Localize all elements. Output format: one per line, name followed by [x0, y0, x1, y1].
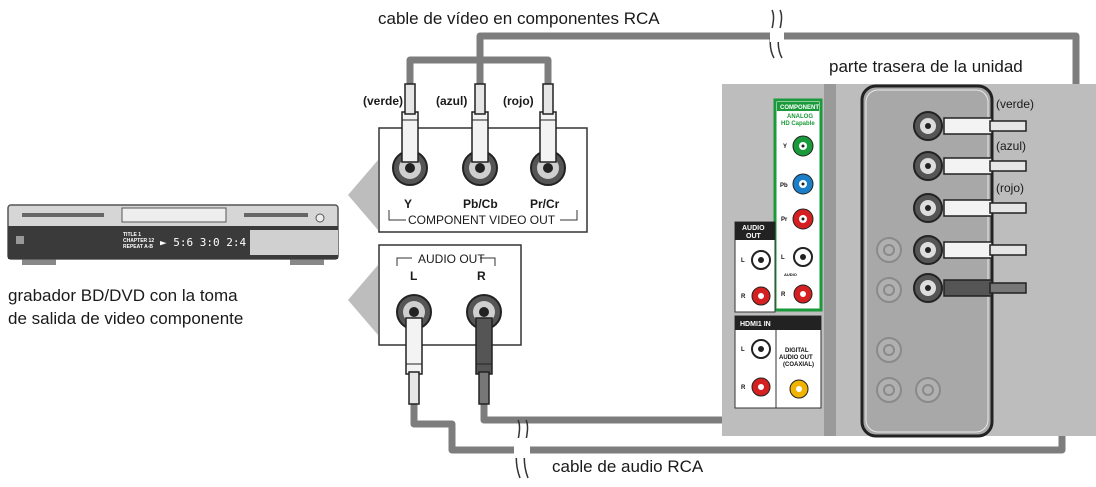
rear-empty-jacks	[876, 237, 941, 403]
display-title: TITLE 1	[123, 232, 141, 238]
tv-jack-y	[792, 135, 814, 157]
rear-plug-label-blue: (azul)	[996, 139, 1026, 153]
audio-out-r-label: R	[741, 294, 746, 300]
display-time: ► 5:6 3:0 2:4	[160, 236, 246, 249]
rear-plug-label-green: (verde)	[996, 97, 1034, 111]
plug-label-red: (rojo)	[503, 94, 534, 108]
audio-out-line2: OUT	[746, 233, 762, 240]
jack-label-y: Y	[404, 197, 412, 211]
video-cable-break	[769, 9, 784, 59]
audio-out-label: AUDIO OUT	[418, 252, 485, 266]
audio-out-l: L	[410, 269, 417, 283]
tv-comp-audio-word: AUDIO	[784, 272, 797, 277]
hdmi-jack-r	[751, 377, 771, 397]
digital-line1: DIGITAL	[785, 348, 809, 354]
component-sub2: HD Capable	[781, 121, 815, 127]
audio-plug-red	[475, 317, 493, 405]
tv-hdmi1-in: HDMI1 IN L R DIGITAL AUDIO OUT (COAXIAL)	[734, 315, 822, 409]
zoom-pointer-video	[348, 160, 378, 230]
display-repeat: REPEAT A-B	[123, 244, 153, 250]
hdmi-jack-l	[751, 339, 771, 359]
tv-audio-out: AUDIO OUT L R	[734, 221, 776, 313]
tv-jack-pr	[792, 208, 814, 230]
component-title: COMPONENT	[780, 105, 819, 111]
audio-out-jack-r	[751, 286, 771, 306]
tv-comp-jack-audio-r	[793, 284, 813, 304]
rear-of-unit-label: parte trasera de la unidad	[829, 57, 1023, 76]
rear-jack-2	[913, 151, 943, 181]
audio-out-r: R	[477, 269, 486, 283]
plug-label-blue: (azul)	[436, 94, 467, 108]
audio-cable-label: cable de audio RCA	[552, 457, 704, 476]
audio-plug-white	[405, 317, 423, 405]
tv-comp-audio-l: L	[781, 255, 785, 261]
source-component-video-out: (verde) (azul) (rojo) Y Pb/Cb Pr/Cr COMP…	[363, 83, 588, 233]
digital-line2: AUDIO OUT	[779, 355, 813, 361]
rear-jack-5	[913, 273, 943, 303]
tv-comp-audio-r: R	[781, 292, 786, 298]
digital-coaxial-jack	[789, 379, 809, 399]
tv-rear-panel: (verde) (azul) (rojo) COMPONENT ANALOG H…	[722, 84, 1096, 438]
bd-dvd-recorder: TITLE 1 CHAPTER 12 REPEAT A-B ► 5:6 3:0 …	[7, 204, 339, 265]
video-plug-red	[539, 83, 557, 163]
rear-plug-label-red: (rojo)	[996, 181, 1024, 195]
tv-jack-pb	[792, 173, 814, 195]
source-audio-out: AUDIO OUT L R	[378, 244, 522, 405]
tv-comp-jack-audio-l	[793, 247, 813, 267]
video-plug-blue	[471, 83, 489, 163]
video-plug-green	[401, 83, 419, 163]
hdmi-l-label: L	[741, 347, 745, 353]
zoom-pointer-audio	[348, 265, 378, 335]
display-chapter: CHAPTER 12	[123, 238, 154, 244]
recorder-label-line2: de salida de video componente	[8, 309, 243, 328]
video-cable-label: cable de vídeo en componentes RCA	[378, 9, 660, 28]
hdmi-r-label: R	[741, 385, 746, 391]
hdmi1-in-label: HDMI1 IN	[740, 321, 771, 328]
jack-label-pr: Pr/Cr	[530, 197, 560, 211]
audio-out-line1: AUDIO	[742, 225, 765, 232]
component-sub1: ANALOG	[787, 114, 813, 120]
jack-label-pb: Pb/Cb	[463, 197, 498, 211]
recorder-label-line1: grabador BD/DVD con la toma	[8, 286, 238, 305]
audio-out-jack-l	[751, 250, 771, 270]
rear-jack-3	[913, 193, 943, 223]
component-video-out-label: COMPONENT VIDEO OUT	[408, 213, 556, 227]
tv-comp-pb-label: Pb	[780, 183, 788, 189]
audio-out-l-label: L	[741, 258, 745, 264]
plug-label-green: (verde)	[363, 94, 403, 108]
rear-jack-1	[913, 111, 943, 141]
tv-comp-pr-label: Pr	[781, 217, 788, 223]
tv-component-input: COMPONENT ANALOG HD Capable Y Pb Pr L AU…	[773, 98, 823, 312]
tv-comp-y-label: Y	[783, 144, 787, 150]
audio-cable-break	[514, 419, 530, 479]
rear-plugs	[943, 117, 1027, 297]
rear-jack-4	[913, 235, 943, 265]
digital-line3: (COAXIAL)	[783, 362, 814, 368]
